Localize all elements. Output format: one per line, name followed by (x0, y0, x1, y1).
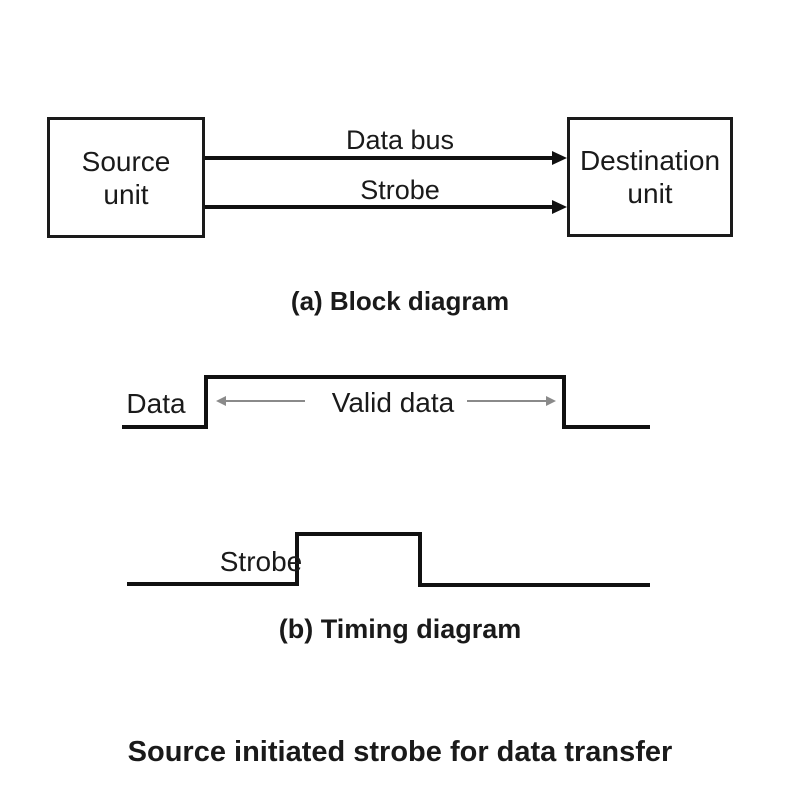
source-unit-label-line2: unit (103, 178, 149, 210)
block-diagram-caption: (a) Block diagram (290, 286, 510, 316)
strobe-bus-label: Strobe (360, 175, 440, 205)
destination-unit-label-line2: unit (627, 178, 673, 209)
figure-caption: Source initiated strobe for data transfe… (127, 736, 673, 768)
data-signal-waveform (122, 375, 650, 429)
destination-unit-box: Destination unit (567, 117, 733, 237)
valid-data-right-arrowhead-icon (546, 396, 556, 406)
destination-unit-label-line1: Destination (579, 145, 721, 176)
valid-data-label: Valid data (331, 387, 455, 418)
valid-data-left-arrowhead-icon (216, 396, 226, 406)
timing-diagram-caption: (b) Timing diagram (278, 614, 522, 644)
data-bus-label: Data bus (345, 125, 455, 155)
strobe-signal-label: Strobe (219, 546, 303, 577)
data-bus-arrowhead-icon (552, 151, 567, 165)
strobe-arrowhead-icon (552, 200, 567, 214)
source-unit-box: Source unit (47, 117, 205, 238)
strobe-signal-waveform (127, 532, 650, 587)
data-signal-label: Data (126, 388, 186, 419)
source-unit-label-line1: Source (81, 145, 171, 177)
